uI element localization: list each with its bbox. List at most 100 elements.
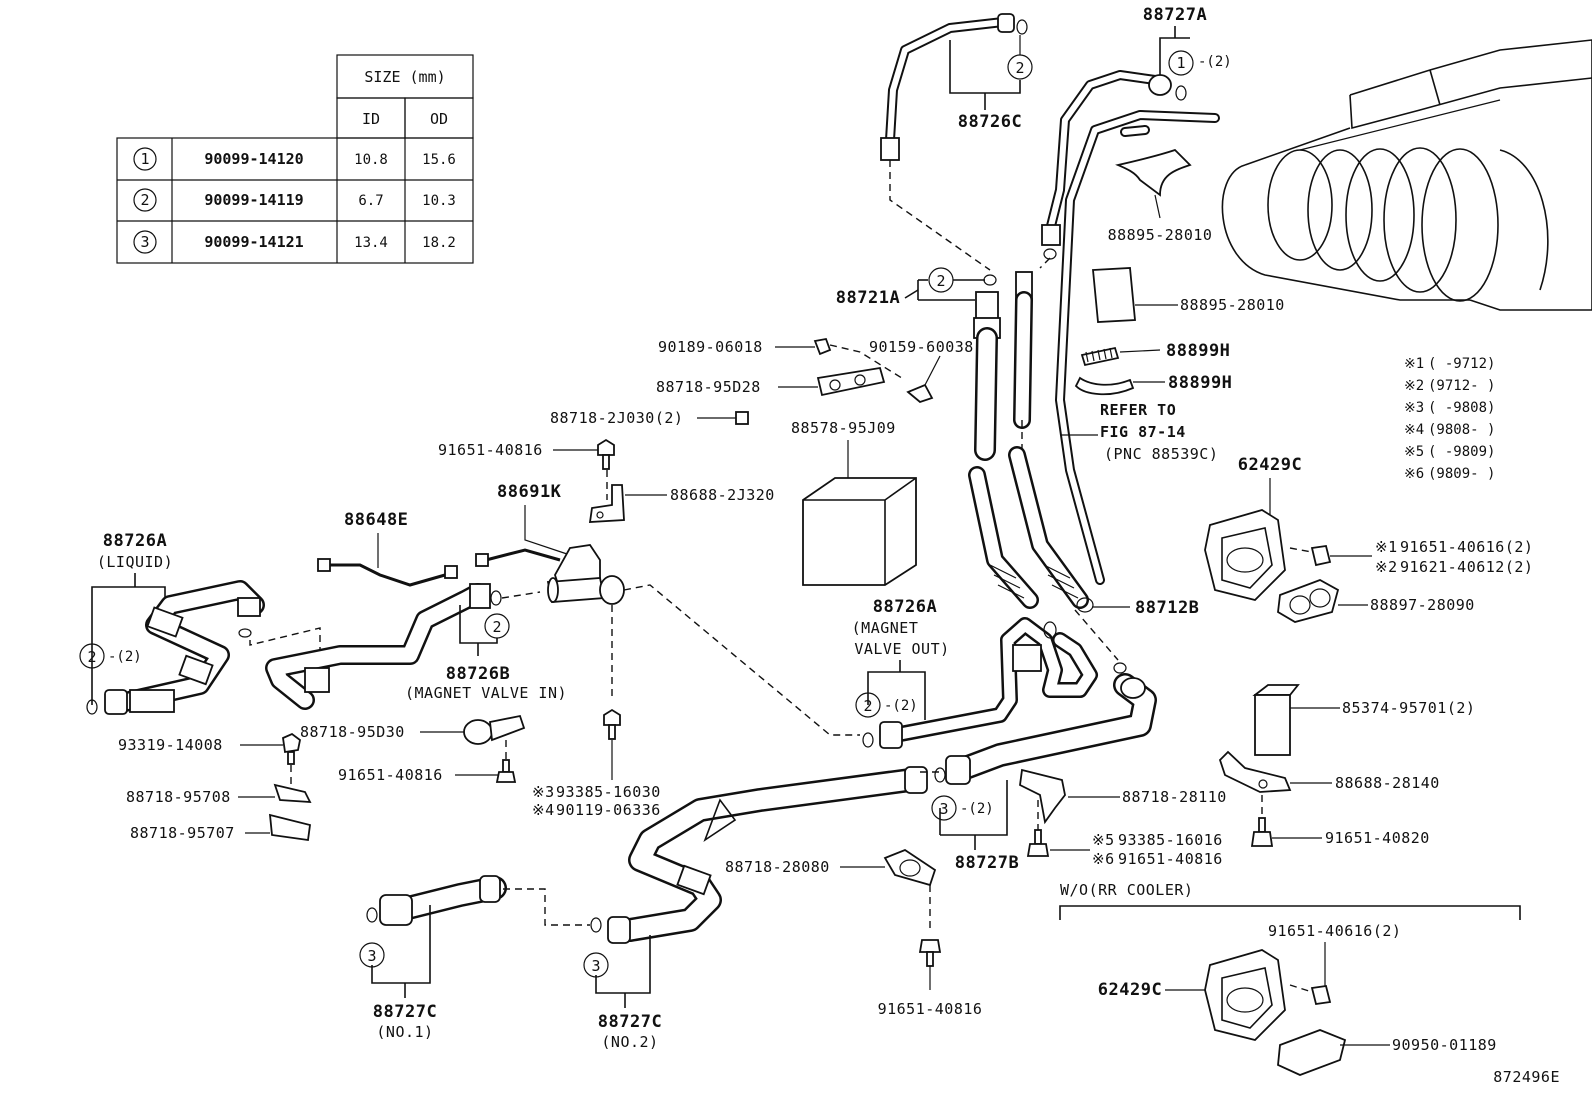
callout-3: 3 — [939, 800, 948, 818]
mark-5: ※5 — [1092, 831, 1115, 849]
note-mark: ※6 — [1404, 466, 1424, 482]
label-88648E: 88648E — [344, 510, 408, 530]
nut-90189 — [813, 337, 832, 356]
label-93319-14008: 93319-14008 — [118, 736, 223, 754]
note-range: ( -9712) — [1428, 356, 1495, 372]
refer-line1: REFER TO — [1100, 401, 1176, 419]
label-88726A-magnet: 88726A — [873, 597, 937, 617]
callout-2: 2 — [1015, 59, 1024, 77]
figure-id: 872496E — [1493, 1068, 1560, 1086]
note-range: ( -9808) — [1428, 400, 1495, 416]
table-row-od: 15.6 — [422, 152, 456, 168]
qty-88727B: -(2) — [960, 801, 994, 817]
od-header: OD — [430, 110, 448, 128]
bolt-91651-mid — [495, 759, 517, 783]
bolt-91651-40616-top — [1310, 544, 1332, 567]
mark-1: ※1 — [1375, 538, 1398, 556]
label-88727B: 88727B — [955, 853, 1019, 873]
clip-88718-95708 — [273, 783, 312, 804]
table-row-id: 6.7 — [358, 193, 383, 209]
label-88895-28010-top: 88895-28010 — [1108, 226, 1213, 244]
label-88897-28090: 88897-28090 — [1370, 596, 1475, 614]
note-mark: ※4 — [1404, 422, 1424, 438]
label-88712B: 88712B — [1135, 598, 1199, 618]
label-88718-95D30: 88718-95D30 — [300, 723, 405, 741]
mark-4: ※4 — [532, 801, 555, 819]
hose-pair — [968, 446, 1094, 613]
label-liquid: (LIQUID) — [97, 553, 173, 571]
label-88895-28010-mid: 88895-28010 — [1180, 296, 1285, 314]
bolt-91651-40616-wo — [1310, 984, 1332, 1006]
note-mark: ※1 — [1404, 356, 1424, 372]
callout-2: 2 — [492, 618, 501, 636]
note-mark: ※2 — [1404, 378, 1424, 394]
bolt-91651-40820 — [1250, 817, 1274, 847]
label-88727C-no2: 88727C — [598, 1012, 662, 1032]
label-93385-16030: 93385-16030 — [556, 783, 661, 801]
label-91651-40820: 91651-40820 — [1325, 829, 1430, 847]
label-85374-95701: 85374-95701(2) — [1342, 699, 1475, 717]
resistor-85374 — [1252, 684, 1300, 756]
cover-62429C-bottom — [1204, 949, 1286, 1041]
label-88718-95708: 88718-95708 — [126, 788, 231, 806]
label-88727A: 88727A — [1143, 5, 1207, 25]
pipe-88727B — [945, 662, 1157, 785]
module-88578 — [802, 477, 917, 586]
label-88726B: 88726B — [446, 664, 510, 684]
note-range: (9712- ) — [1428, 378, 1495, 394]
label-88578-95J09: 88578-95J09 — [791, 419, 896, 437]
table-row-part: 90099-14120 — [204, 150, 303, 168]
clamp-88718-95D28 — [816, 366, 886, 397]
label-90159-60038: 90159-60038 — [869, 338, 974, 356]
evaporator-unit-drawing — [1221, 39, 1592, 311]
label-91651-40816-right: 91651-40816 — [1118, 850, 1223, 868]
bracket-88718-28110 — [1019, 768, 1066, 825]
pipe-88726B — [265, 583, 491, 710]
callout-1: 1 — [1176, 54, 1185, 72]
label-88899H-bottom: 88899H — [1168, 373, 1232, 393]
label-88726A-liquid: 88726A — [103, 531, 167, 551]
label-88688-28140: 88688-28140 — [1335, 774, 1440, 792]
bolt-90159 — [906, 383, 934, 404]
pipe-88727C-no1 — [379, 875, 507, 926]
callout-2: 2 — [87, 648, 96, 666]
label-magnet-out1: (MAGNET — [852, 619, 919, 637]
bolt-93385-16030 — [603, 708, 621, 740]
note-range: (9808- ) — [1428, 422, 1495, 438]
mark-2: ※2 — [1375, 558, 1398, 576]
label-no1: (NO.1) — [376, 1023, 433, 1041]
table-row-mark: 3 — [140, 233, 149, 251]
note-mark: ※5 — [1404, 444, 1424, 460]
table-row-od: 10.3 — [422, 193, 456, 209]
label-88718-28080: 88718-28080 — [725, 858, 830, 876]
label-90189-06018: 90189-06018 — [658, 338, 763, 356]
table-row-part: 90099-14119 — [204, 191, 303, 209]
condition-notes: ※1 ( -9712) ※2 (9712- ) ※3 ( -9808) ※4 (… — [1404, 356, 1495, 482]
bracket-88688-2J320 — [588, 484, 625, 523]
label-88718-95707: 88718-95707 — [130, 824, 235, 842]
label-62429C-bottom: 62429C — [1098, 980, 1162, 1000]
label-62429C-top: 62429C — [1238, 455, 1302, 475]
table-row-mark: 2 — [140, 191, 149, 209]
label-91651-40616-wo: 91651-40616(2) — [1268, 922, 1401, 940]
pipe-88726C — [880, 13, 1028, 161]
callout-3: 3 — [367, 947, 376, 965]
label-91621-40612-n2: 91621-40612(2) — [1400, 558, 1533, 576]
label-88726C: 88726C — [958, 112, 1022, 132]
magnet-valve — [546, 544, 625, 605]
label-88688-2J320: 88688-2J320 — [670, 486, 775, 504]
table-row-id: 13.4 — [354, 235, 388, 251]
pipe-88721A — [973, 271, 1033, 461]
note-mark: ※3 — [1404, 400, 1424, 416]
qty-88726A-magnet: -(2) — [884, 698, 918, 714]
cover-62429C-top — [1204, 509, 1286, 601]
refer-line2: FIG 87-14 — [1100, 423, 1186, 441]
label-88899H-top: 88899H — [1166, 341, 1230, 361]
clip-88718-95707 — [268, 813, 311, 842]
size-table: SIZE (mm) ID OD 1 90099-14120 10.8 15.6 … — [116, 54, 474, 264]
connector-88648E — [317, 558, 331, 572]
table-row-od: 18.2 — [422, 235, 456, 251]
note-range: ( -9809) — [1428, 444, 1495, 460]
refer-line3: (PNC 88539C) — [1104, 445, 1218, 463]
